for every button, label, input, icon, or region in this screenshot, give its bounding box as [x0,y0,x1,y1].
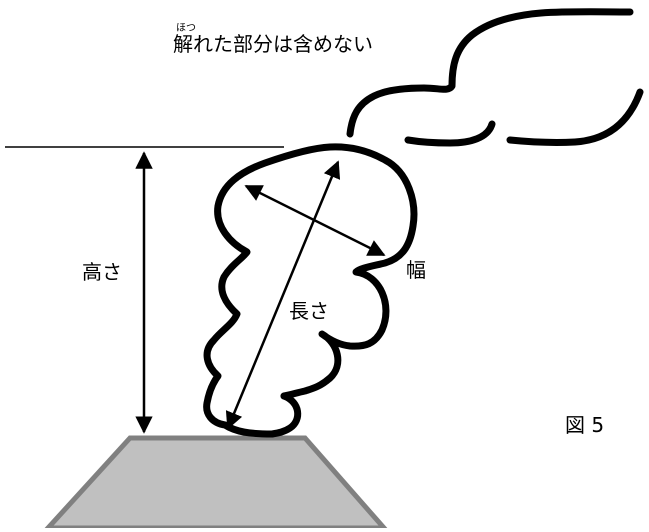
width-label: 幅 [406,258,426,282]
plume-base-curve [268,392,302,438]
figure-label: 図 5 [565,413,604,437]
length-label: 長さ [289,299,329,323]
annotation-text: 解れた部分は含めない [173,32,373,56]
length-arrow [225,160,341,430]
plume-outline [203,143,418,438]
detached-wisp [346,8,644,147]
volcano-summit [42,435,390,531]
height-label: 高さ [82,260,122,284]
annotation-ruby: ほつ [176,22,196,34]
